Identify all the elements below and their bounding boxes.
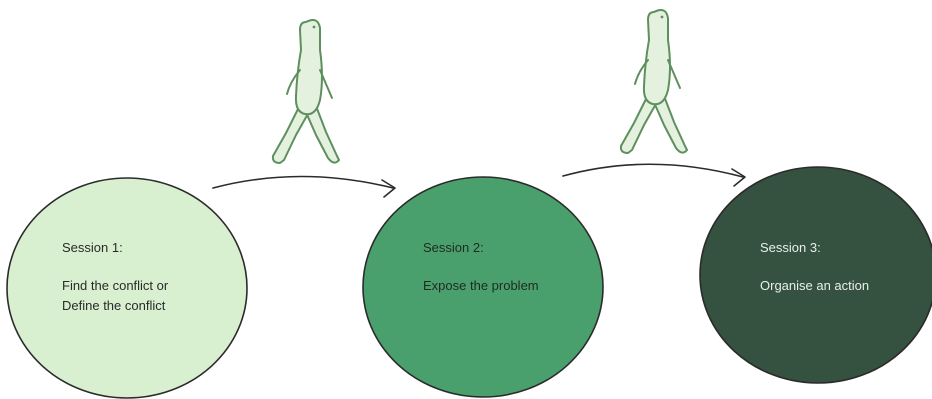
session-1-circle: [6, 177, 248, 399]
session-2-circle: [362, 176, 604, 398]
session-3-circle: [699, 166, 932, 384]
walking-figure-icon: [271, 19, 340, 164]
arrow-session-1-to-2: [212, 175, 396, 198]
session-1: Session 1: Find the conflict or Define t…: [6, 177, 248, 399]
session-3-line-1: Organise an action: [760, 278, 869, 293]
arrow-session-2-to-3: [562, 163, 746, 187]
walking-figure-icon: [619, 9, 688, 154]
session-1-line-2: Define the conflict: [62, 298, 166, 313]
session-2: Session 2: Expose the problem: [362, 176, 604, 398]
session-1-line-1: Find the conflict or: [62, 278, 169, 293]
session-2-title: Session 2:: [423, 240, 484, 255]
session-3-title: Session 3:: [760, 240, 821, 255]
session-1-title: Session 1:: [62, 240, 123, 255]
session-3: Session 3: Organise an action: [699, 166, 932, 384]
session-2-line-1: Expose the problem: [423, 278, 539, 293]
